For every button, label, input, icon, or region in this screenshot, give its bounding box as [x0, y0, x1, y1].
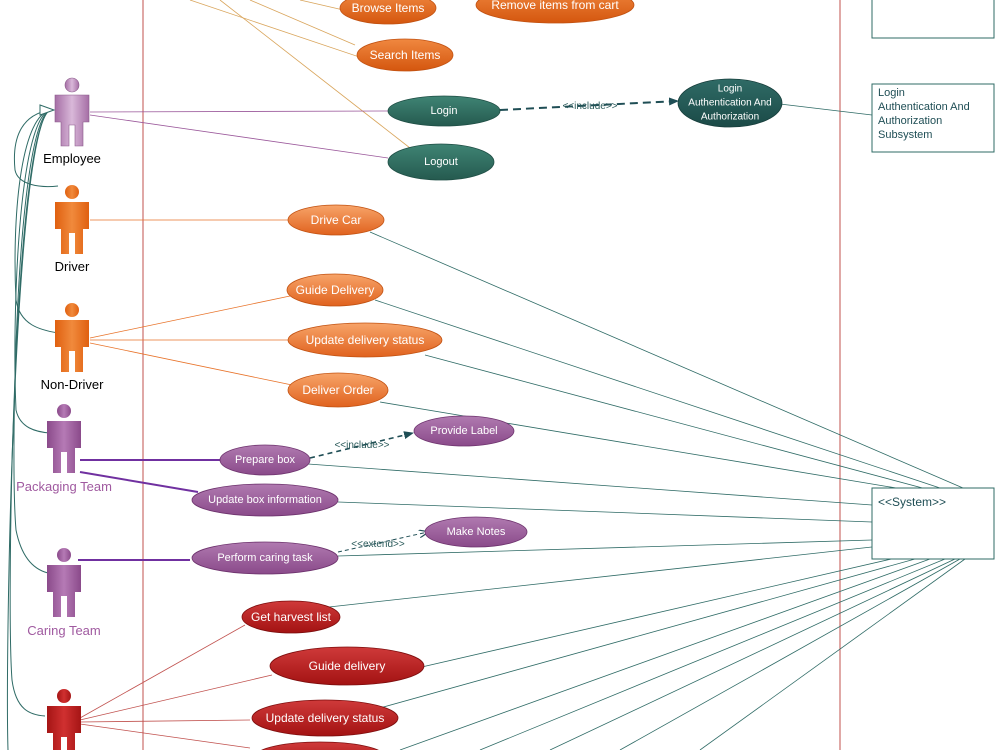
use-case-remove-items-from-cart[interactable]: Remove items from cart — [475, 0, 635, 24]
use-case-provide-label[interactable]: Provide Label — [413, 415, 515, 447]
use-case-update-box-information[interactable]: Update box information — [191, 483, 339, 517]
include-login-label: <<include>> — [562, 101, 617, 112]
manager-associations — [79, 624, 273, 749]
use-case-label: Search Items — [370, 48, 441, 62]
use-case-login[interactable]: Login — [387, 95, 501, 127]
top-right-box — [871, 0, 995, 39]
use-case-login-authentication[interactable]: Login Authentication And Authorization — [677, 78, 783, 128]
auth-subsystem-line-2: Authentication And — [878, 101, 970, 113]
use-case-update-delivery-status-driver[interactable]: Update delivery status — [287, 322, 443, 358]
use-case-label: Update delivery status — [306, 333, 425, 347]
use-case-label: Provide Label — [430, 425, 497, 437]
employee-logout-line — [89, 114, 389, 159]
actor-manager[interactable] — [47, 689, 81, 750]
use-case-label: Remove items from cart — [491, 0, 619, 12]
use-case-partial-bottom[interactable] — [256, 741, 384, 750]
team-associations — [78, 459, 220, 561]
system-box-label: <<System>> — [878, 495, 946, 509]
use-case-label: Update box information — [208, 494, 322, 506]
use-case-logout[interactable]: Logout — [387, 143, 495, 181]
use-case-guide-delivery-manager[interactable]: Guide delivery — [269, 646, 425, 686]
use-case-perform-caring-task[interactable]: Perform caring task — [191, 541, 339, 575]
use-case-label: Perform caring task — [217, 552, 313, 564]
use-case-get-harvest-list[interactable]: Get harvest list — [241, 600, 341, 634]
use-case-label: Login — [431, 105, 458, 117]
use-case-label: Make Notes — [447, 526, 506, 538]
use-case-search-items[interactable]: Search Items — [356, 38, 454, 72]
auth-subsystem-box: Login Authentication And Authorization S… — [871, 83, 995, 153]
use-case-make-notes[interactable]: Make Notes — [424, 516, 528, 548]
use-case-browse-items[interactable]: Browse Items — [339, 0, 437, 25]
actor-label: Caring Team — [27, 623, 100, 638]
use-case-update-delivery-status-manager[interactable]: Update delivery status — [251, 699, 399, 737]
use-case-label: Drive Car — [311, 213, 362, 227]
extend-notes-label: <<extend>> — [351, 539, 405, 550]
actor-employee[interactable]: Employee — [43, 77, 101, 166]
use-case-label: Guide Delivery — [296, 283, 375, 297]
include-label-label: <<include>> — [334, 440, 389, 451]
include-login-arrow — [499, 97, 679, 111]
use-case-label-line-3: Authorization — [701, 112, 759, 123]
actor-driver[interactable]: Driver — [55, 185, 90, 274]
actor-packaging-team[interactable]: Packaging Team — [16, 404, 112, 494]
use-case-drive-car[interactable]: Drive Car — [287, 204, 385, 236]
driver-associations — [89, 219, 293, 386]
use-case-label: Get harvest list — [251, 610, 332, 624]
use-case-label: Deliver Order — [302, 383, 373, 397]
generalization-lines — [6, 104, 59, 750]
use-case-label: Browse Items — [352, 1, 425, 15]
use-case-deliver-order[interactable]: Deliver Order — [287, 372, 389, 408]
auth-subsystem-line-3: Authorization — [878, 115, 942, 127]
use-case-guide-delivery-driver[interactable]: Guide Delivery — [286, 273, 384, 307]
auth-subsystem-link — [779, 103, 873, 116]
actor-label: Packaging Team — [16, 479, 112, 494]
system-box: <<System>> — [871, 487, 995, 560]
use-case-label-line-1: Login — [718, 84, 742, 95]
use-case-label: Guide delivery — [309, 659, 386, 673]
use-case-label-line-2: Authentication And — [688, 98, 771, 109]
extend-notes-arrow — [337, 532, 428, 553]
actor-caring-team[interactable]: Caring Team — [27, 548, 101, 638]
actor-label: Driver — [55, 259, 90, 274]
use-case-label: Prepare box — [235, 454, 295, 466]
auth-subsystem-line-1: Login — [878, 87, 905, 99]
actor-label: Employee — [43, 151, 101, 166]
actor-non-driver[interactable]: Non-Driver — [41, 303, 105, 392]
use-case-label: Logout — [424, 156, 458, 168]
employee-login-line — [89, 110, 389, 113]
system-links — [307, 231, 966, 750]
use-case-prepare-box[interactable]: Prepare box — [219, 444, 311, 476]
use-case-label: Update delivery status — [266, 711, 385, 725]
actor-label: Non-Driver — [41, 377, 105, 392]
auth-subsystem-line-4: Subsystem — [878, 129, 932, 141]
